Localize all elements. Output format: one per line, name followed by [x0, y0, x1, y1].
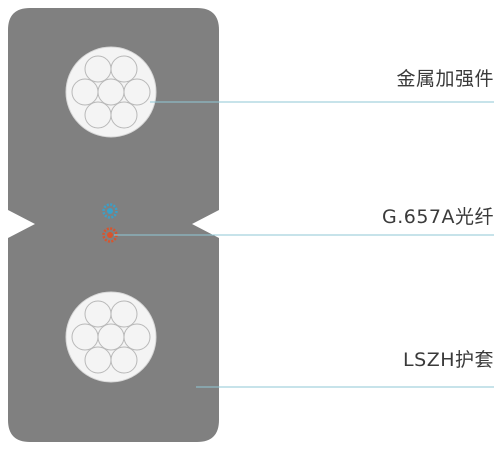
strand-top-center [97, 78, 125, 106]
strand-top-5 [84, 101, 112, 129]
fiber-blue [102, 203, 118, 219]
label-sheath: LSZH护套 [403, 349, 494, 371]
strand-bottom-center [97, 323, 125, 351]
strand-bottom-3 [123, 323, 151, 351]
lszh-sheath [8, 8, 219, 442]
label-fiber: G.657A光纤 [381, 206, 494, 228]
strand-bottom-6 [71, 323, 99, 351]
strand-bottom-2 [110, 300, 138, 328]
strand-top-6 [71, 78, 99, 106]
strand-top-4 [110, 101, 138, 129]
strength-member-bottom [65, 291, 157, 383]
strand-top-3 [123, 78, 151, 106]
strand-bottom-5 [84, 346, 112, 374]
strand-bottom-1 [84, 300, 112, 328]
strand-top-1 [84, 55, 112, 83]
strand-top-2 [110, 55, 138, 83]
strength-member-top [65, 46, 157, 138]
label-strength-member: 金属加强件 [396, 68, 494, 90]
strand-bottom-4 [110, 346, 138, 374]
